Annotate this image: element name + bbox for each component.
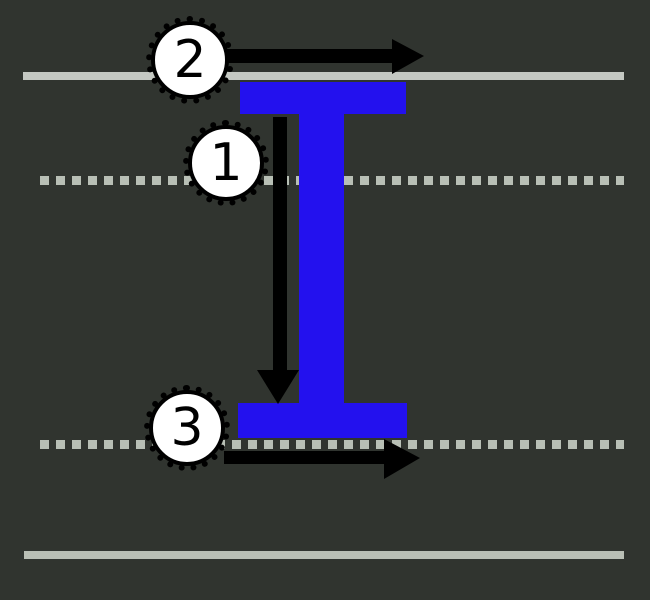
stroke-3-right-arrow-icon — [222, 437, 422, 481]
stroke-3-badge: 3 — [144, 385, 230, 471]
bottom-guide-line — [24, 551, 624, 559]
letter-stem — [299, 82, 344, 438]
stroke-1-badge: 1 — [183, 120, 269, 206]
stroke-2-number: 2 — [173, 30, 207, 90]
letter-bottom-serif — [238, 403, 407, 438]
cap-guide-line — [23, 72, 624, 80]
stroke-2-right-arrow-icon — [220, 37, 426, 77]
stroke-1-number: 1 — [209, 133, 243, 193]
stroke-1-down-arrow-icon — [255, 114, 303, 406]
stroke-3-number: 3 — [170, 398, 204, 458]
stroke-2-badge: 2 — [146, 16, 234, 104]
base-dotted-guide-line — [40, 440, 624, 449]
